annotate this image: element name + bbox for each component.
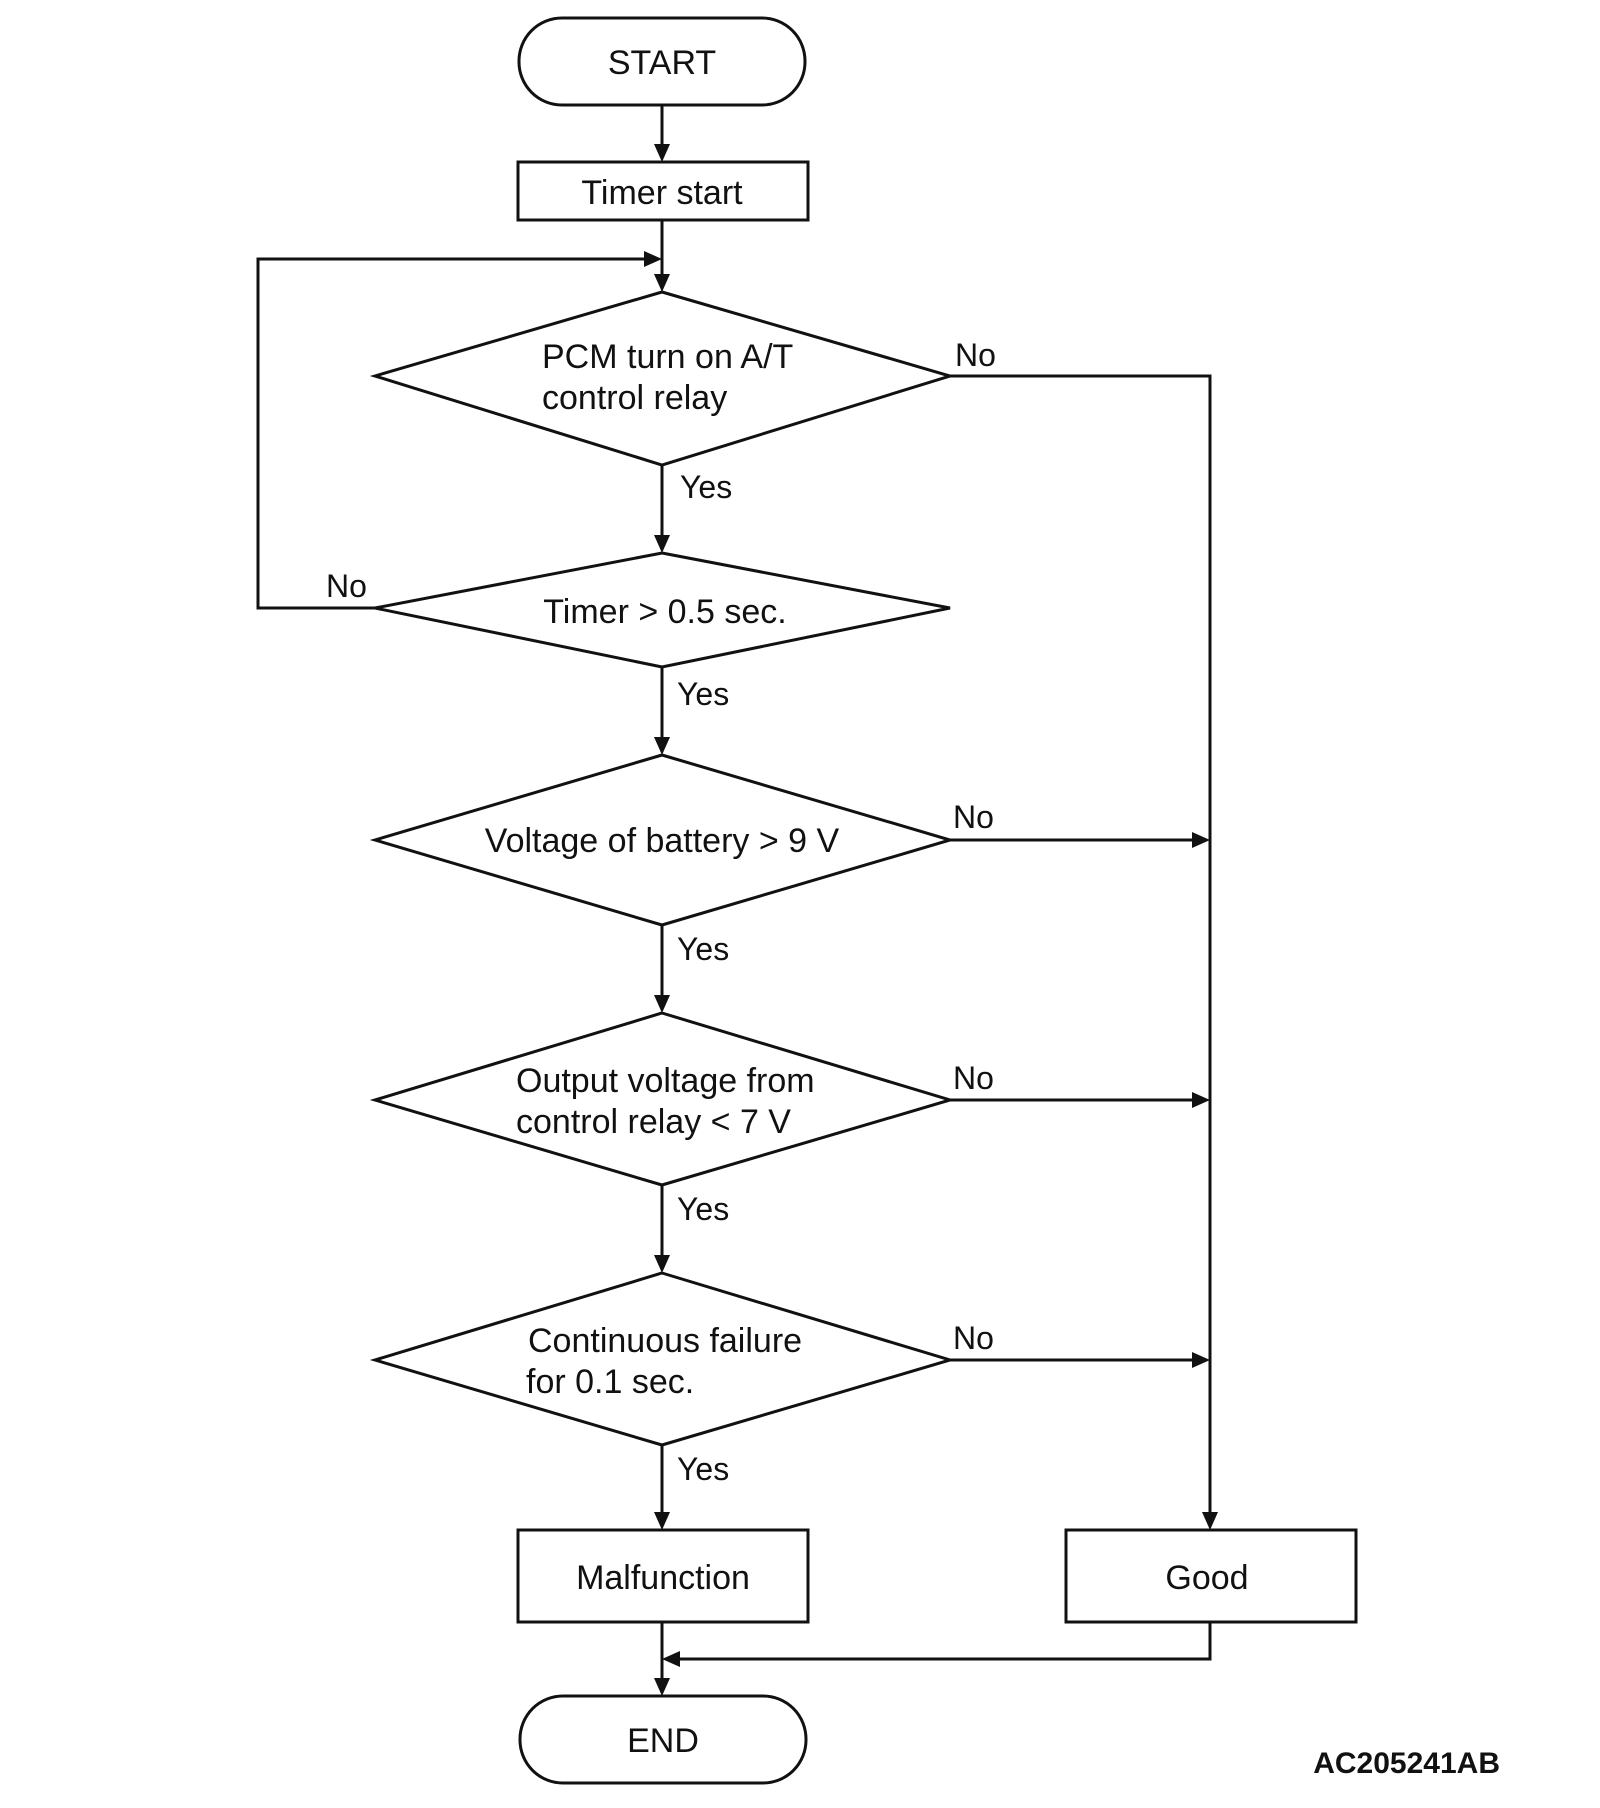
arrowhead-down: [1202, 1512, 1218, 1530]
good-label: Good: [1165, 1559, 1248, 1597]
end-label: END: [627, 1722, 699, 1760]
edge-label-timer-yes: Yes: [677, 676, 729, 712]
node-good: Good: [1064, 1528, 1358, 1624]
edge-label-timer-no: No: [326, 568, 367, 604]
edge-label-battery-yes: Yes: [677, 931, 729, 967]
arrowhead-down: [654, 144, 670, 162]
pcm-check-diamond: [369, 290, 956, 467]
arrowhead-down: [654, 274, 670, 292]
node-end: END: [518, 1694, 808, 1785]
arrowhead-down: [654, 995, 670, 1013]
edge-label-failure-no: No: [953, 1320, 994, 1356]
arrowhead-right: [644, 251, 662, 267]
node-timer-check: Timer > 0.5 sec.: [374, 551, 951, 669]
output-check-label-line2: control relay < 7 V: [516, 1103, 791, 1141]
edge-label-failure-yes: Yes: [677, 1451, 729, 1487]
connector-good-to-end: [680, 1622, 1212, 1661]
end-terminal-shape: [518, 1694, 808, 1785]
figure-code: AC205241AB: [1313, 1747, 1500, 1780]
node-failure-check: Continuous failure for 0.1 sec.: [369, 1271, 956, 1447]
timer-start-box: [516, 160, 810, 222]
failure-check-label-line2: for 0.1 sec.: [526, 1363, 694, 1401]
timer-start-label: Timer start: [581, 174, 743, 212]
arrowhead-right: [1192, 1092, 1210, 1108]
malfunction-box: [516, 1528, 810, 1624]
node-start: START: [517, 16, 807, 107]
arrowhead-down: [654, 1678, 670, 1696]
good-box: [1064, 1528, 1358, 1624]
edge-label-output-yes: Yes: [677, 1191, 729, 1227]
arrowhead-down: [654, 1512, 670, 1530]
arrowhead-down: [654, 535, 670, 553]
node-malfunction: Malfunction: [516, 1528, 810, 1624]
node-battery-check: Voltage of battery > 9 V: [369, 753, 956, 927]
connector-pcm-no-to-good: [950, 374, 1212, 1512]
edge-labels: No Yes No Yes No Yes No Yes No Yes: [326, 337, 996, 1487]
arrowhead-right: [1192, 832, 1210, 848]
arrowhead-left: [662, 1651, 680, 1667]
node-output-check: Output voltage from control relay < 7 V: [369, 1011, 956, 1187]
edge-label-battery-no: No: [953, 799, 994, 835]
arrowhead-down: [654, 737, 670, 755]
arrowheads: [644, 144, 1218, 1696]
battery-check-diamond: [369, 753, 956, 927]
failure-check-label-line1: Continuous failure: [528, 1322, 802, 1360]
arrowhead-right: [1192, 1352, 1210, 1368]
malfunction-label: Malfunction: [576, 1559, 750, 1597]
edge-label-pcm-no: No: [955, 337, 996, 373]
connectors: [256, 105, 1212, 1680]
connector-timer-no-loop: [256, 257, 644, 610]
pcm-check-label-line1: PCM turn on A/T: [542, 338, 793, 376]
node-timer-start: Timer start: [516, 160, 810, 222]
arrowhead-down: [654, 1255, 670, 1273]
timer-check-label: Timer > 0.5 sec.: [543, 593, 786, 631]
start-label: START: [608, 44, 716, 82]
output-check-diamond: [369, 1011, 956, 1187]
start-terminal-shape: [517, 16, 807, 107]
failure-check-diamond: [369, 1271, 956, 1447]
edge-label-pcm-yes: Yes: [680, 469, 732, 505]
timer-check-diamond: [374, 551, 951, 669]
node-pcm-check: PCM turn on A/T control relay: [369, 290, 956, 467]
pcm-check-label-line2: control relay: [542, 379, 727, 417]
edge-label-output-no: No: [953, 1060, 994, 1096]
battery-check-label: Voltage of battery > 9 V: [485, 822, 840, 860]
output-check-label-line1: Output voltage from: [516, 1062, 815, 1100]
